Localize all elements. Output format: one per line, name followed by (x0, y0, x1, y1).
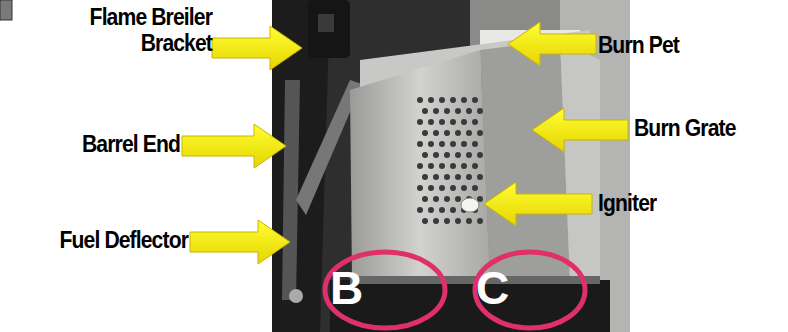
vent-hole (439, 185, 445, 191)
pointer-arrow (508, 22, 596, 66)
yellow-arrows (182, 22, 628, 264)
part-label: Burn Pet (598, 32, 756, 58)
vent-hole (450, 97, 456, 103)
vent-hole (455, 218, 461, 224)
vent-hole (444, 152, 450, 158)
vent-hole (422, 130, 428, 136)
vent-hole (450, 141, 456, 147)
callout-letter: B (330, 263, 370, 314)
vent-hole (466, 152, 472, 158)
vent-hole (439, 207, 445, 213)
vent-hole (444, 218, 450, 224)
vent-hole (439, 119, 445, 125)
vent-hole (477, 130, 483, 136)
vent-hole (472, 141, 478, 147)
vent-hole (433, 196, 439, 202)
vent-hole (422, 108, 428, 114)
callout-letter: C (476, 263, 516, 314)
vent-hole (477, 174, 483, 180)
vent-hole (428, 185, 434, 191)
vent-hole (444, 108, 450, 114)
vent-hole (428, 207, 434, 213)
vent-hole (417, 97, 423, 103)
vent-hole (455, 152, 461, 158)
vent-hole (439, 141, 445, 147)
pointer-arrow (182, 124, 286, 168)
vent-hole (466, 218, 472, 224)
vent-hole (461, 163, 467, 169)
vent-hole (428, 163, 434, 169)
pointer-arrow (484, 182, 592, 226)
vent-hole (422, 196, 428, 202)
vent-hole (472, 119, 478, 125)
vent-hole (455, 196, 461, 202)
vent-hole (439, 163, 445, 169)
vent-hole (461, 97, 467, 103)
part-label: Igniter (598, 190, 730, 216)
vent-hole (433, 174, 439, 180)
vent-hole (433, 218, 439, 224)
vent-hole (450, 163, 456, 169)
vent-hole (422, 152, 428, 158)
vent-hole (466, 174, 472, 180)
vent-hole (450, 185, 456, 191)
vent-hole (433, 108, 439, 114)
pointer-arrow (190, 220, 290, 264)
part-label: Burn Grate (634, 115, 766, 141)
vent-hole (417, 141, 423, 147)
vent-hole (428, 97, 434, 103)
pointer-arrow (532, 108, 628, 152)
corner-icon (0, 0, 12, 20)
vent-hole (428, 119, 434, 125)
vent-hole (466, 108, 472, 114)
vent-hole (417, 207, 423, 213)
vent-hole (422, 174, 428, 180)
vent-hole (433, 130, 439, 136)
vent-hole (444, 196, 450, 202)
vent-hole (455, 174, 461, 180)
part-label: Flame Breiler Bracket (45, 4, 212, 57)
vent-hole (461, 185, 467, 191)
vent-hole (466, 130, 472, 136)
vent-hole (417, 185, 423, 191)
vent-hole (439, 97, 445, 103)
vent-hole (472, 163, 478, 169)
vent-hole (417, 119, 423, 125)
vent-hole (444, 130, 450, 136)
part-label: Fuel Deflector (24, 227, 188, 253)
vent-hole (450, 119, 456, 125)
vent-hole (477, 152, 483, 158)
vent-hole (433, 152, 439, 158)
vent-hole (455, 130, 461, 136)
vent-hole (444, 174, 450, 180)
vent-hole (422, 218, 428, 224)
vent-hole (472, 185, 478, 191)
vent-hole (450, 207, 456, 213)
pointer-arrow (212, 26, 302, 70)
vent-hole (455, 108, 461, 114)
part-label: Barrel End (57, 131, 180, 157)
vent-hole (417, 163, 423, 169)
vent-hole (428, 141, 434, 147)
photo (272, 0, 630, 332)
vent-hole (461, 141, 467, 147)
vent-hole (472, 97, 478, 103)
vent-hole (477, 108, 483, 114)
vent-hole (477, 218, 483, 224)
vent-hole (461, 119, 467, 125)
